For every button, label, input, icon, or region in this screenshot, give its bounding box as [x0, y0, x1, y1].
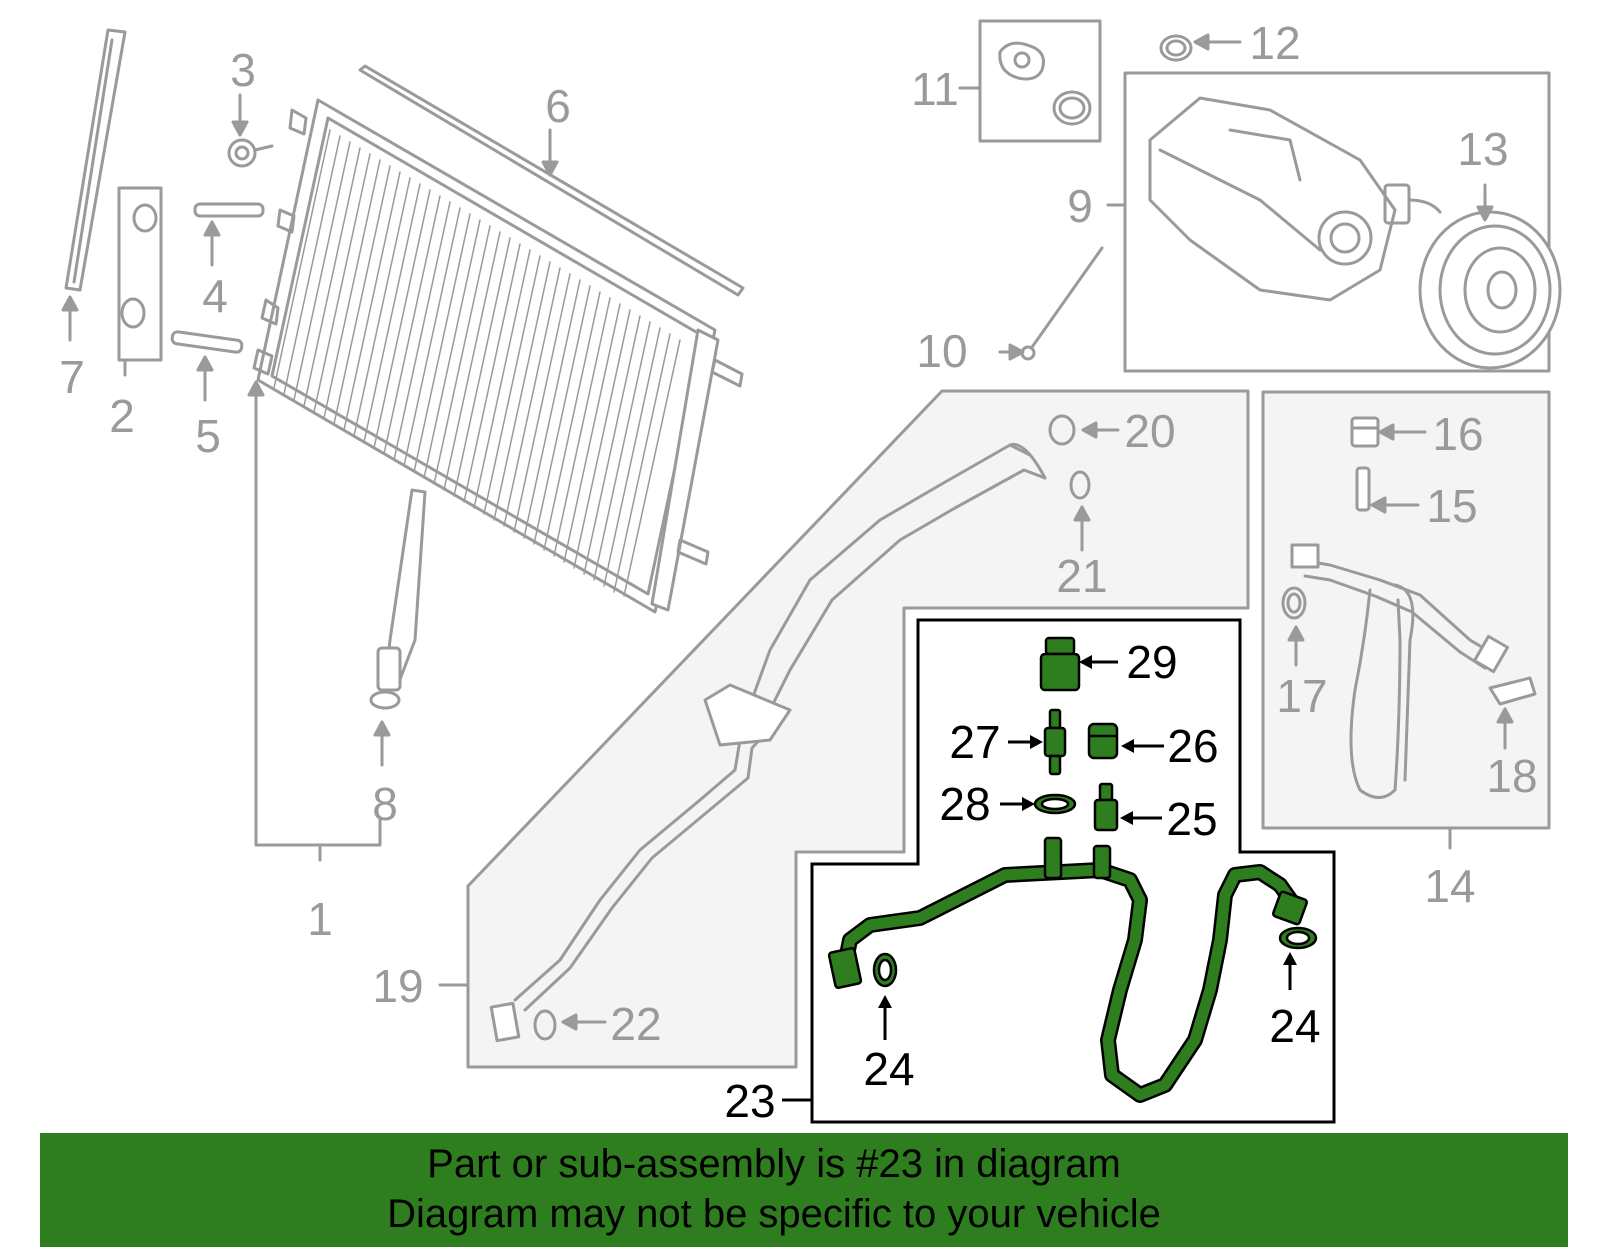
callout-8: 8 — [372, 778, 398, 830]
callout-21: 21 — [1056, 550, 1107, 602]
o-ring-part-28 — [1033, 793, 1077, 815]
callout-23: 23 — [724, 1075, 775, 1127]
o-ring-part-21 — [1069, 470, 1091, 500]
callout-29: 29 — [1126, 636, 1177, 688]
bracket-part-2 — [117, 186, 163, 362]
end-fitting-left — [827, 946, 863, 990]
callout-13: 13 — [1457, 123, 1508, 175]
callout-15: 15 — [1426, 480, 1477, 532]
o-ring-part-12 — [1159, 34, 1193, 62]
callout-3: 3 — [230, 44, 256, 96]
callout-20: 20 — [1124, 405, 1175, 457]
callout-11: 11 — [911, 63, 959, 115]
callout-16: 16 — [1432, 408, 1483, 460]
callout-22: 22 — [610, 998, 661, 1050]
seal-strip-part-7 — [64, 28, 127, 292]
o-ring-part-24-left — [872, 952, 898, 988]
callout-7: 7 — [59, 351, 85, 403]
callout-10: 10 — [916, 325, 967, 377]
valve-part-25 — [1093, 782, 1119, 832]
info-banner-bg — [40, 1133, 1568, 1247]
tube-part-19 — [489, 442, 1047, 1043]
end-fitting-right — [1271, 890, 1309, 926]
callout-24-right: 24 — [1269, 1000, 1320, 1052]
callout-18: 18 — [1486, 750, 1537, 802]
pin-part-4 — [193, 202, 265, 218]
callout-5: 5 — [195, 410, 221, 462]
condenser-part-1 — [252, 98, 744, 614]
panel-part-19 — [466, 389, 1250, 1069]
callout-26: 26 — [1167, 720, 1218, 772]
callout-1: 1 — [307, 893, 333, 945]
callout-19: 19 — [372, 960, 423, 1012]
banner-line-2: Diagram may not be specific to your vehi… — [387, 1192, 1161, 1236]
banner-line-1: Part or sub-assembly is #23 in diagram — [427, 1142, 1121, 1186]
callout-12: 12 — [1249, 17, 1300, 69]
seal-part-6 — [358, 64, 745, 297]
info-banner: Part or sub-assembly is #23 in diagram D… — [40, 1133, 1568, 1247]
callout-14: 14 — [1424, 860, 1475, 912]
port-fittings — [1043, 836, 1112, 880]
cap-part-16 — [1350, 416, 1380, 448]
callout-bracket-1 — [254, 383, 382, 847]
callout-28: 28 — [939, 778, 990, 830]
gasket-part-18 — [1488, 676, 1537, 706]
pressure-switch-part-29 — [1039, 636, 1081, 692]
valve-core-part-27 — [1043, 708, 1067, 776]
bolt-part-10 — [1020, 246, 1104, 361]
o-ring-part-22 — [533, 1009, 557, 1041]
callout-25: 25 — [1166, 793, 1217, 845]
receiver-drier-part-8 — [369, 488, 427, 710]
bolt-part-3 — [227, 138, 274, 168]
cap-part-26 — [1087, 722, 1119, 760]
discharge-line-part-23 — [838, 862, 1300, 1103]
clutch-part-13 — [1418, 210, 1562, 370]
callout-2: 2 — [109, 390, 135, 442]
callout-27: 27 — [949, 716, 1000, 768]
callout-24-left: 24 — [863, 1043, 914, 1095]
gasket-kit-part-11 — [978, 19, 1102, 143]
line-part-14 — [1290, 543, 1510, 799]
o-ring-part-24-right — [1278, 926, 1318, 950]
callout-9: 9 — [1067, 180, 1093, 232]
o-ring-part-17 — [1281, 586, 1307, 620]
o-ring-part-20 — [1048, 414, 1076, 446]
pin-part-5 — [170, 330, 244, 354]
callout-4: 4 — [202, 270, 228, 322]
callout-17: 17 — [1276, 670, 1327, 722]
valve-core-part-15 — [1355, 466, 1371, 512]
callout-6: 6 — [545, 80, 571, 132]
